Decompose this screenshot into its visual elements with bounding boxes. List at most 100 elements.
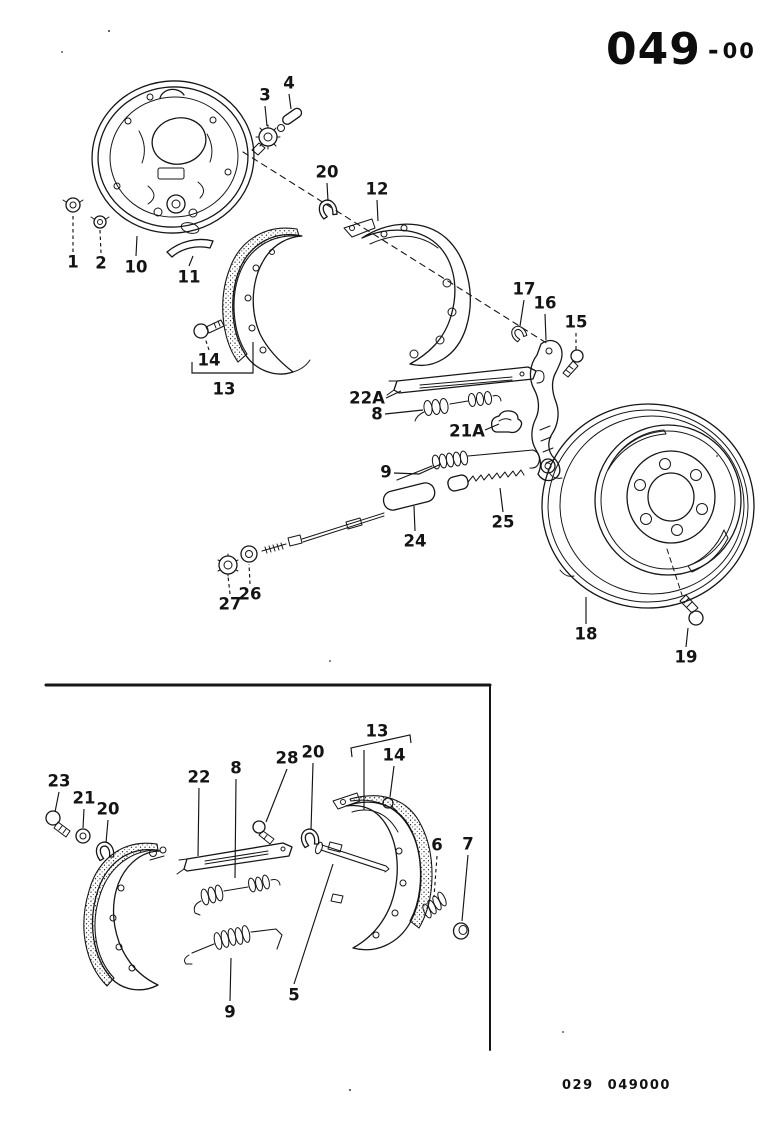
callout-leader-inset-6 [433,855,438,898]
flange-nut-2 [90,215,110,229]
callout-label-main-13: 13 [213,380,236,399]
callout-leader-main-25 [499,487,504,513]
adjuster-screw-3 [251,124,281,156]
cable-nut-27 [217,553,239,577]
callout-label-main-10: 10 [125,258,148,277]
brake-drum-18 [541,403,755,609]
callout-label-inset-14: 14 [383,746,406,765]
inset-adjuster-bar-22 [176,842,293,875]
page-code-suffix: 00 [722,39,756,63]
callout-leader-main-16 [544,313,547,341]
page-code: 049 - 00 [606,28,756,72]
callout-leader-inset-14 [389,765,395,798]
alignment-dashed-line [242,151,549,345]
callout-leader-inset-9 [229,957,232,1002]
adjuster-cone-4 [277,107,303,132]
callout-leader-main-9 [393,463,442,475]
flange-nut-1 [62,197,84,213]
callout-leader-inset-22 [197,787,200,857]
retainer-clip-17 [508,323,529,343]
callout-label-main-21A: 21A [449,422,485,441]
plate-code: 029 049000 [562,1078,671,1093]
callout-label-inset-13: 13 [366,722,389,741]
callout-label-main-20: 20 [316,163,339,182]
callout-label-main-3: 3 [259,86,270,105]
callout-label-main-14: 14 [198,351,221,370]
callout-leader-inset-8 [234,778,237,879]
callout-label-inset-5: 5 [288,986,299,1005]
callout-leader-inset-20 [105,819,109,844]
callout-label-main-15: 15 [565,313,588,332]
inset-spring-8 [193,874,281,916]
callout-label-main-12: 12 [366,180,389,199]
callout-label-main-4: 4 [283,74,294,93]
callout-label-main-27: 27 [219,595,242,614]
callout-bracket-13-main [191,342,254,374]
callout-leader-main-17 [519,299,525,327]
backing-plate [91,80,255,234]
callout-label-main-8: 8 [371,405,382,424]
callout-label-main-17: 17 [513,280,536,299]
shoe-bolt-14-top [193,319,225,339]
inset-box-border [44,683,492,1051]
callout-label-main-24: 24 [404,532,427,551]
page-code-separator: - [707,36,719,66]
callout-label-inset-20: 20 [97,800,120,819]
return-spring-9-top [396,449,540,481]
callout-label-inset-20: 20 [302,743,325,762]
callout-label-main-18: 18 [575,625,598,644]
callout-leader-inset-21 [82,808,85,829]
callout-label-inset-9: 9 [224,1003,235,1022]
callout-leader-inset-5 [293,863,334,985]
callout-label-main-2: 2 [95,254,106,273]
callout-label-inset-23: 23 [48,772,71,791]
inset-return-spring-9 [184,925,283,965]
callout-label-main-16: 16 [534,294,557,313]
callout-label-inset-22: 22 [188,768,211,787]
inset-cap-7 [452,922,470,940]
adjuster-spring-8-top [414,391,502,422]
callout-leader-inset-28 [265,768,288,823]
callout-leader-main-24 [413,505,416,532]
callout-leader-main-20 [326,182,329,202]
page-code-main: 049 [606,24,701,75]
lever-bolt-15 [562,349,584,378]
inset-brake-shoe-right [327,792,433,951]
wheel-bolt-19 [666,548,704,626]
inset-spring-6 [422,891,447,919]
callout-label-main-9: 9 [380,463,391,482]
callout-label-main-22A: 22A [349,389,385,408]
callout-leader-main-14 [204,337,210,351]
callout-leader-main-27 [227,575,231,595]
adjuster-push-bar-22A [386,366,545,396]
callout-label-inset-7: 7 [462,835,473,854]
callout-label-main-11: 11 [178,268,201,287]
callout-label-main-19: 19 [675,648,698,667]
brake-shoe-12 [343,218,471,366]
print-specks [61,30,718,1091]
inset-brake-shoe-left [83,842,167,991]
callout-leader-inset-7 [461,854,469,922]
callout-leader-main-2 [99,229,102,254]
inset-shoe-bolt-14 [382,797,398,812]
inset-bolt-23 [45,810,71,838]
callout-label-main-1: 1 [67,253,78,272]
callout-leader-main-22A [385,390,402,399]
callout-leader-main-4 [288,93,292,110]
callout-leader-inset-20 [310,762,314,831]
callout-leader-main-21A [484,423,500,431]
callout-leader-main-26 [248,563,251,585]
callout-leader-main-11 [188,255,194,267]
callout-leader-main-8 [384,409,424,415]
parking-brake-lever-16 [529,339,563,482]
callout-leader-main-3 [264,105,268,127]
inset-bolt-28 [252,820,275,845]
washer-26 [240,545,258,563]
brake-shoe-13 [222,227,311,375]
inset-anchor-pin-5 [315,841,390,873]
callout-label-inset-21: 21 [73,789,96,808]
callout-label-inset-6: 6 [431,836,442,855]
